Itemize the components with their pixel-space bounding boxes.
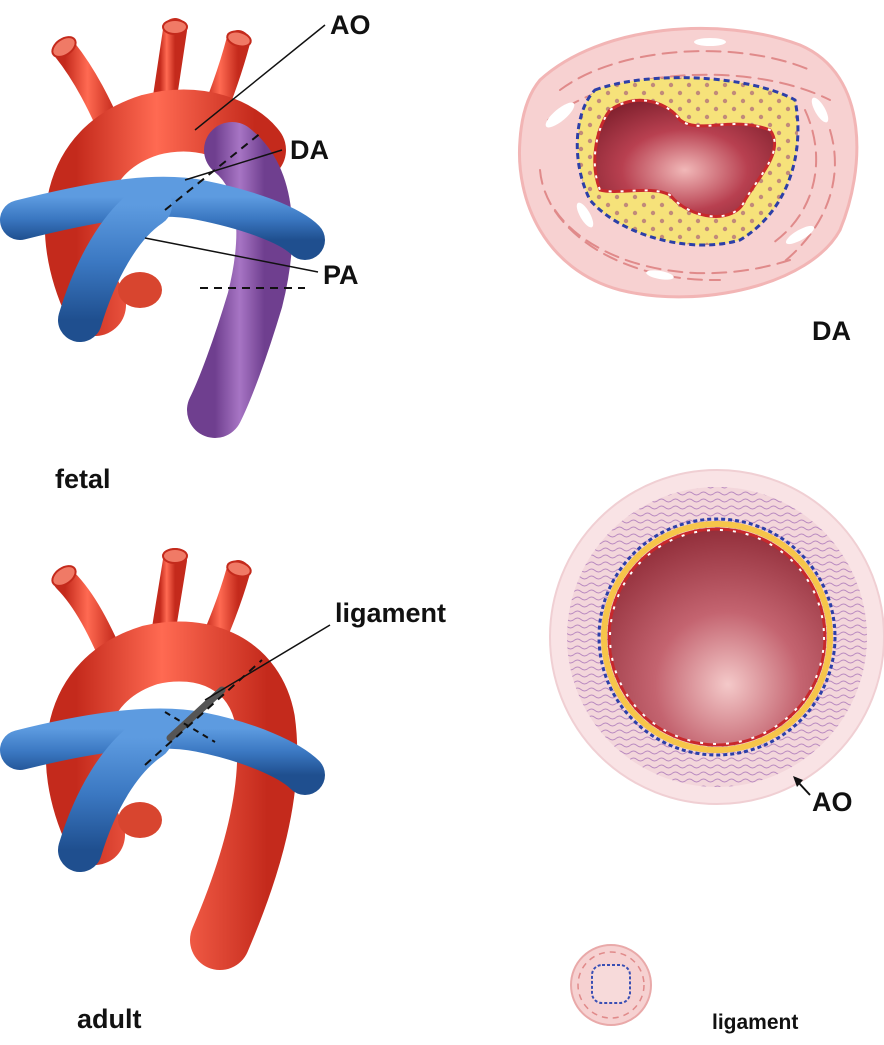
label-ao-fetal: AO xyxy=(330,12,371,39)
adult-heart-illustration xyxy=(20,549,330,940)
ao-cross-section xyxy=(550,470,884,804)
da-cross-section xyxy=(519,28,856,296)
label-fetal: fetal xyxy=(55,466,111,493)
label-ligament-section: ligament xyxy=(712,1012,798,1033)
ligament-cross-section xyxy=(571,945,651,1025)
fetal-heart-illustration xyxy=(20,20,325,410)
label-ao-section: AO xyxy=(812,789,853,816)
label-pa: PA xyxy=(323,262,359,289)
label-ligament-adult: ligament xyxy=(335,600,446,627)
label-adult: adult xyxy=(77,1006,142,1033)
label-da-fetal: DA xyxy=(290,137,329,164)
label-da-section: DA xyxy=(812,318,851,345)
